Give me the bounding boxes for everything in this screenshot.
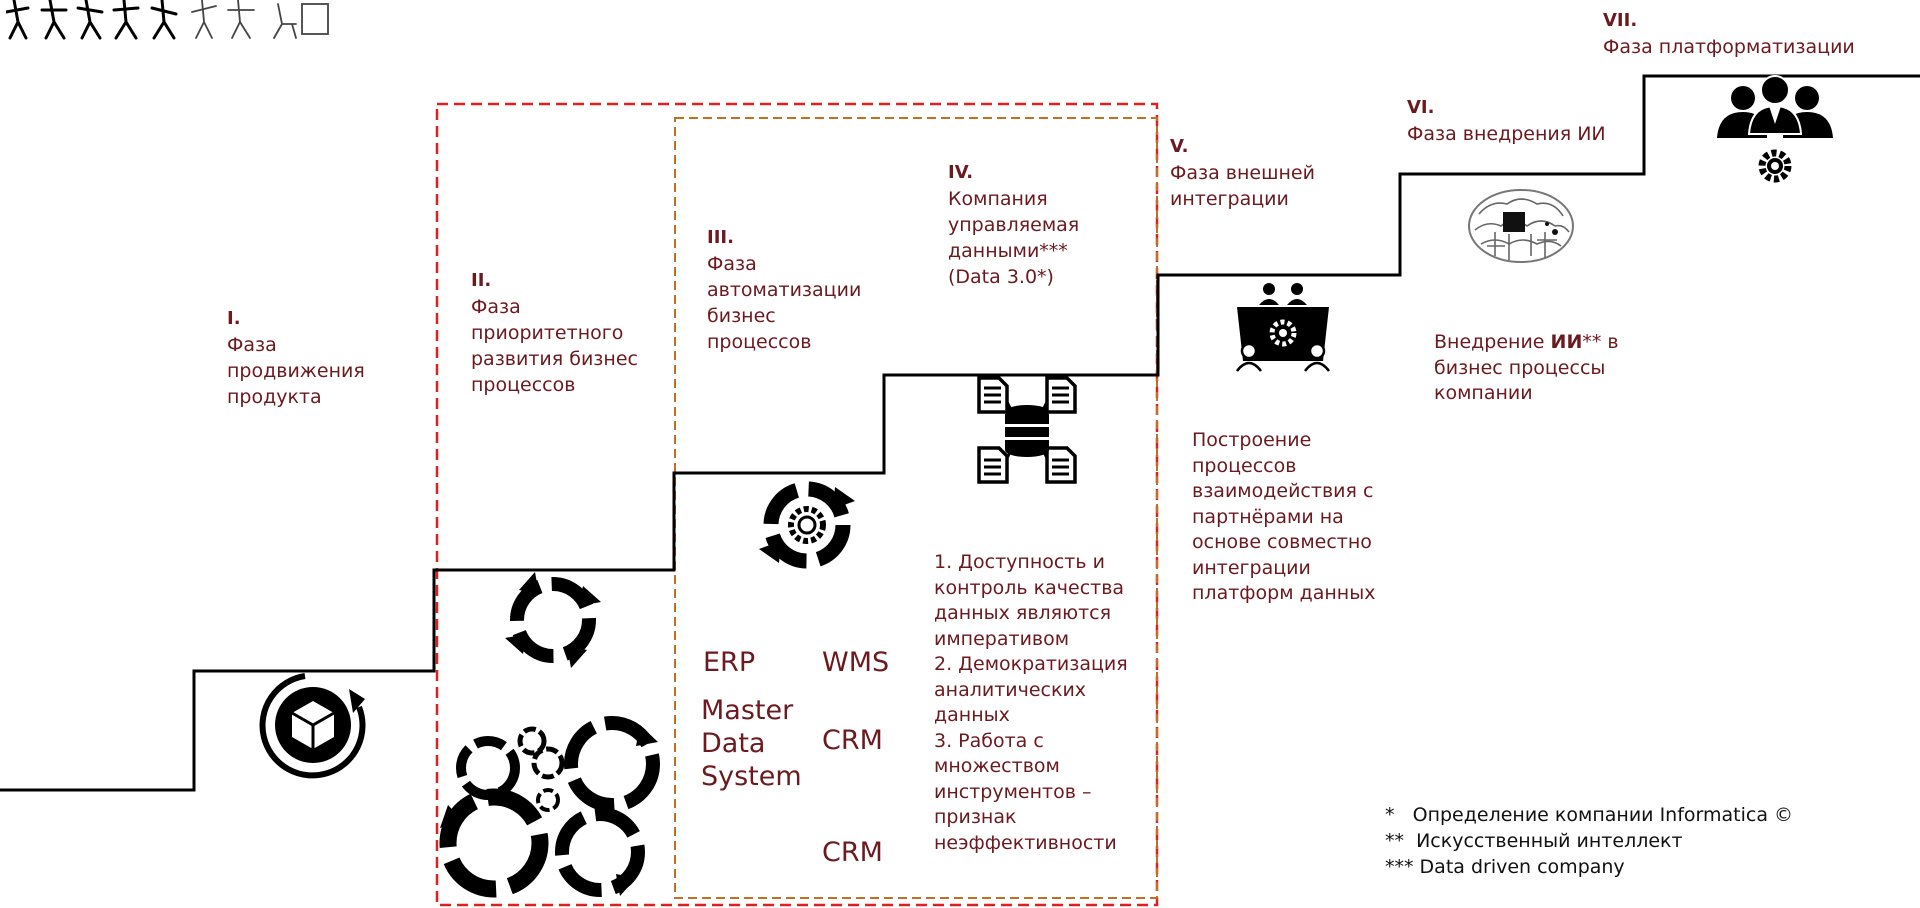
phase-name: Фаза платформатизации xyxy=(1603,36,1855,58)
cycle-arrows-icon xyxy=(505,572,601,668)
ai-text-post: ** в бизнес процессы компании xyxy=(1434,331,1619,404)
outer-dashed-frame xyxy=(435,102,1159,907)
phase-number: III. xyxy=(707,227,734,248)
system-crm-secondary: CRM xyxy=(822,837,883,868)
gear-cycle-icon xyxy=(759,481,855,569)
page-title xyxy=(700,0,1260,14)
phase-6-label: VI. Фаза внедрения ИИ xyxy=(1407,95,1667,147)
ai-brain-chip-icon xyxy=(1468,189,1574,263)
phase-number: I. xyxy=(227,308,241,329)
data-principles-text: 1. Доступность и контроль качества данны… xyxy=(934,551,1128,854)
integration-text: Построение процессов взаимодействия с па… xyxy=(1192,429,1376,604)
phase-name: Фаза приоритетного развития бизнес проце… xyxy=(471,296,638,396)
footnote-informatica: * Определение компании Informatica © xyxy=(1385,804,1794,826)
database-documents-icon xyxy=(977,376,1077,484)
phase-1-label: I. Фаза продвижения продукта xyxy=(227,306,392,410)
phase-number: V. xyxy=(1170,136,1189,157)
phase-3-label: III. Фаза автоматизации бизнес процессов xyxy=(707,225,882,355)
system-erp: ERP xyxy=(703,647,756,678)
system-wms: WMS xyxy=(822,647,890,678)
phase-number: II. xyxy=(471,270,492,291)
system-crm: CRM xyxy=(822,725,883,756)
footnote-data-driven: *** Data driven company xyxy=(1385,856,1625,878)
ai-text-bold: ИИ xyxy=(1550,331,1583,353)
evolution-of-man-logo xyxy=(6,0,329,40)
cube-cycle-icon xyxy=(259,673,366,779)
ai-text-pre: Внедрение xyxy=(1434,331,1551,353)
gears-cycles-cluster-icon xyxy=(439,716,660,898)
phase-name: Фаза автоматизации бизнес процессов xyxy=(707,253,862,353)
staircase-line xyxy=(0,74,1920,792)
system-master-data: Master Data System xyxy=(701,695,802,792)
phase-7-label: VII. Фаза платформатизации xyxy=(1603,8,1903,60)
footnote-ai: ** Искусственный интеллект xyxy=(1385,830,1683,852)
phase-name: Фаза внешней интеграции xyxy=(1170,162,1315,210)
ai-adoption-text: Внедрение ИИ** в бизнес процессы компани… xyxy=(1434,330,1619,407)
phase-2-label: II. Фаза приоритетного развития бизнес п… xyxy=(471,268,661,398)
phase-name: Фаза продвижения продукта xyxy=(227,334,365,408)
team-gear-icon xyxy=(1717,75,1833,183)
partners-meeting-icon xyxy=(1236,283,1330,372)
phase-name: Компания управляемая данными*** (Data 3.… xyxy=(948,188,1080,288)
phase-4-label: IV. Компания управляемая данными*** (Dat… xyxy=(948,160,1123,290)
phase-name: Фаза внедрения ИИ xyxy=(1407,123,1606,145)
phase-5-label: V. Фаза внешней интеграции xyxy=(1170,134,1355,212)
phase-number: VII. xyxy=(1603,10,1638,31)
phase-number: VI. xyxy=(1407,97,1435,118)
phase-number: IV. xyxy=(948,162,974,183)
